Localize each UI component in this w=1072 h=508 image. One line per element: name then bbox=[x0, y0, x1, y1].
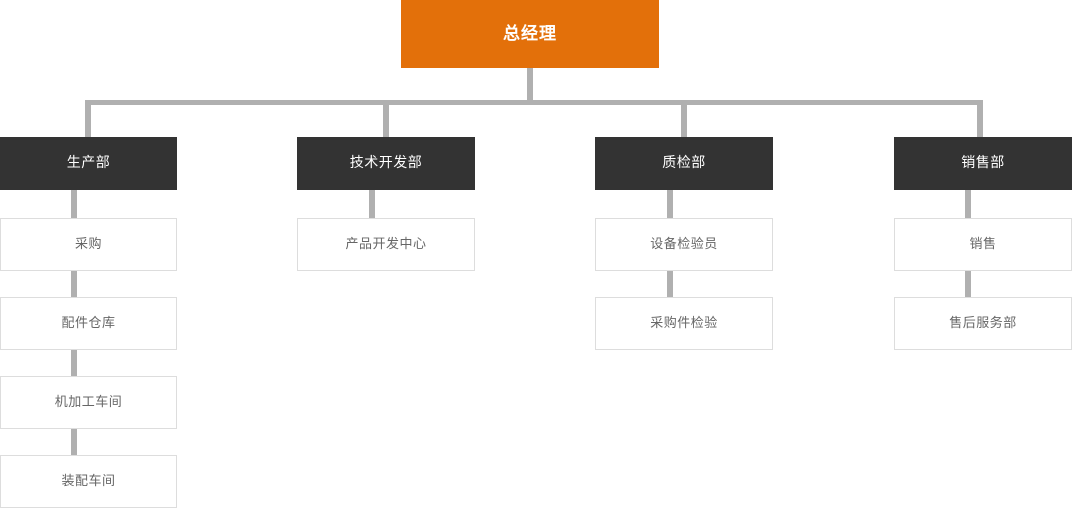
node-sub-procurement[interactable]: 采购 bbox=[0, 218, 177, 271]
connector-bus-to-dept-2 bbox=[383, 100, 389, 137]
connector-col4-seg1 bbox=[965, 190, 971, 219]
node-sub-sales[interactable]: 销售 bbox=[894, 218, 1072, 271]
node-sub-parts-warehouse[interactable]: 配件仓库 bbox=[0, 297, 177, 350]
node-general-manager[interactable]: 总经理 bbox=[401, 0, 659, 68]
node-sub-assembly-workshop[interactable]: 装配车间 bbox=[0, 455, 177, 508]
node-sub-equipment-inspector[interactable]: 设备检验员 bbox=[595, 218, 773, 271]
connector-bus-to-dept-3 bbox=[681, 100, 687, 137]
connector-col1-seg3 bbox=[71, 348, 77, 377]
connector-col1-seg4 bbox=[71, 427, 77, 456]
node-sub-product-development-center[interactable]: 产品开发中心 bbox=[297, 218, 475, 271]
connector-col2-seg1 bbox=[369, 190, 375, 219]
node-sub-machining-workshop[interactable]: 机加工车间 bbox=[0, 376, 177, 429]
connector-col1-seg1 bbox=[71, 190, 77, 219]
connector-bus-to-dept-1 bbox=[85, 100, 91, 137]
node-sub-purchased-parts-inspection[interactable]: 采购件检验 bbox=[595, 297, 773, 350]
connector-horizontal-bus bbox=[85, 100, 983, 105]
node-dept-production[interactable]: 生产部 bbox=[0, 137, 177, 190]
connector-col4-seg2 bbox=[965, 269, 971, 298]
connector-col3-seg1 bbox=[667, 190, 673, 219]
node-dept-quality-inspection[interactable]: 质检部 bbox=[595, 137, 773, 190]
connector-root-stem bbox=[527, 68, 533, 104]
connector-bus-to-dept-4 bbox=[977, 100, 983, 137]
node-dept-technical-development[interactable]: 技术开发部 bbox=[297, 137, 475, 190]
node-sub-after-sales-service[interactable]: 售后服务部 bbox=[894, 297, 1072, 350]
connector-col3-seg2 bbox=[667, 269, 673, 298]
node-dept-sales[interactable]: 销售部 bbox=[894, 137, 1072, 190]
connector-col1-seg2 bbox=[71, 269, 77, 298]
